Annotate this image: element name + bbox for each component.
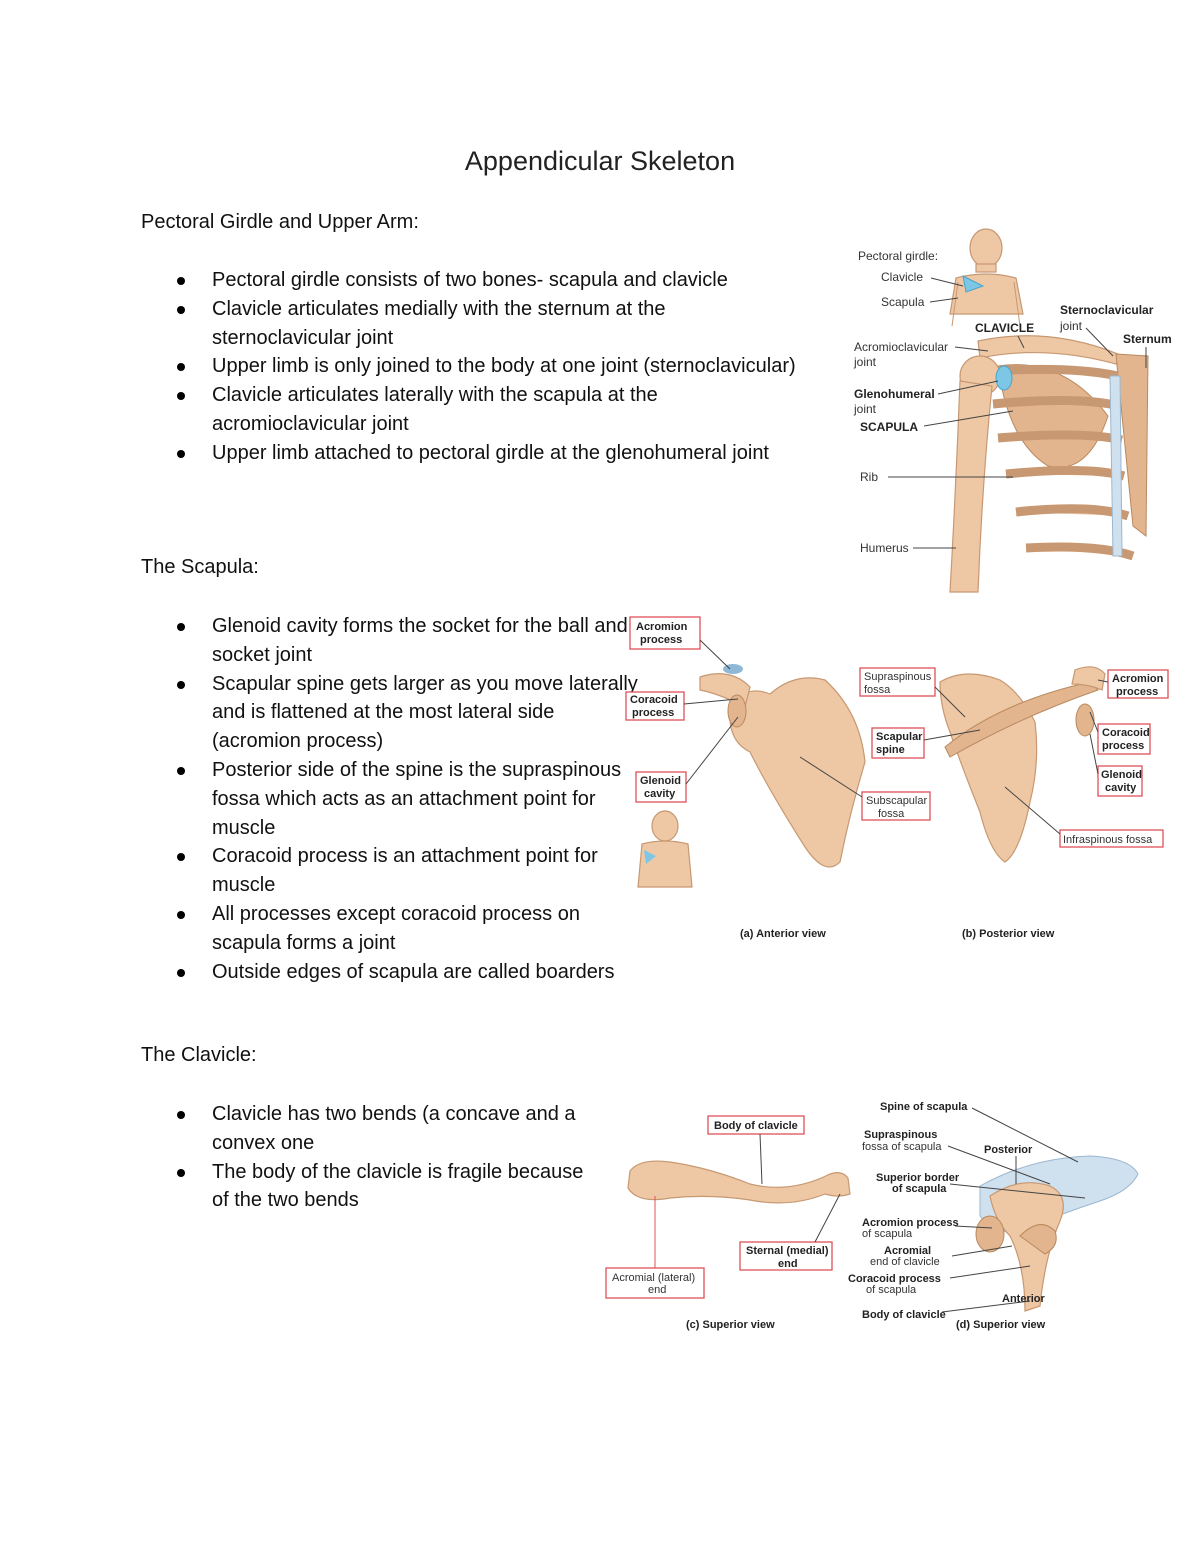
label-scapula-caps: SCAPULA (860, 420, 918, 434)
label-humerus: Humerus (860, 541, 909, 555)
shoulder-superior-d (975, 1155, 1139, 1312)
label-scapular-spine-2: spine (876, 744, 905, 756)
label-coracoid-a-1: Coracoid (630, 694, 678, 706)
label-acromion-a-2: process (640, 634, 682, 646)
shoulder-anatomy (949, 335, 1149, 593)
list-item: Upper limb attached to pectoral girdle a… (141, 439, 801, 468)
humerus-shaft (949, 380, 993, 593)
label-glenoid-b-2: cavity (1105, 782, 1137, 794)
skeleton-inset-small (637, 810, 693, 888)
clavicle-shape (977, 335, 1125, 367)
label-supraspinous-d-2: fossa of scapula (862, 1141, 942, 1153)
label-clavicle-caps: CLAVICLE (975, 321, 1034, 335)
glenohumeral-joint (995, 365, 1013, 391)
label-glenoid-a-1: Glenoid (640, 775, 681, 787)
label-acromioclavicular-2: joint (853, 355, 877, 369)
label-glenoid-a-2: cavity (644, 788, 676, 800)
label-acromion-b-1: Acromion (1112, 673, 1164, 685)
page-title: Appendicular Skeleton (464, 146, 736, 176)
label-anterior: Anterior (1002, 1293, 1046, 1305)
label-body-of-clavicle: Body of clavicle (714, 1120, 798, 1132)
label-acromion-b-2: process (1116, 686, 1158, 698)
label-coracoid-a-2: process (632, 707, 674, 719)
caption-superior-view-d: (d) Superior view (956, 1319, 1046, 1331)
scapula-posterior (939, 666, 1106, 863)
bullet-list-scapula: Glenoid cavity forms the socket for the … (141, 612, 641, 986)
label-body-of-clavicle-d: Body of clavicle (862, 1309, 946, 1321)
label-supraspinous-2: fossa (864, 684, 891, 696)
label-coracoid-d-1: Coracoid process (848, 1273, 941, 1285)
label-supraspinous-1: Supraspinous (864, 671, 932, 683)
caption-posterior-view: (b) Posterior view (962, 928, 1055, 940)
list-item: Clavicle articulates medially with the s… (141, 295, 801, 353)
label-acromion-a-1: Acromion (636, 621, 688, 633)
section-heading-clavicle: The Clavicle: (141, 1044, 257, 1066)
label-clavicle: Clavicle (881, 270, 923, 284)
label-glenohumeral-1: Glenohumeral (854, 387, 935, 401)
list-item: Glenoid cavity forms the socket for the … (141, 612, 641, 670)
list-item: Scapular spine gets larger as you move l… (141, 670, 641, 756)
pectoral-girdle-figure: Pectoral girdle: Clavicle Scapula CLAVIC… (853, 228, 1172, 593)
caption-anterior-view: (a) Anterior view (740, 928, 826, 940)
label-acromial-end-1: Acromial (lateral) (612, 1272, 695, 1284)
label-infraspinous: Infraspinous fossa (1063, 834, 1153, 846)
caption-superior-view-c: (c) Superior view (686, 1319, 775, 1331)
scapula-anterior (699, 664, 866, 868)
list-item: Clavicle articulates laterally with the … (141, 381, 801, 439)
label-acromion-d-1: Acromion process (862, 1217, 959, 1229)
label-sternum: Sternum (1123, 332, 1172, 346)
list-item: The body of the clavicle is fragile beca… (141, 1158, 591, 1216)
list-item: All processes except coracoid process on… (141, 900, 641, 958)
costal-cartilage (1109, 375, 1123, 557)
list-item: Posterior side of the spine is the supra… (141, 756, 641, 842)
label-scapula: Scapula (881, 295, 925, 309)
label-scapular-spine-1: Scapular (876, 731, 923, 743)
label-superior-border-1: Superior border (876, 1172, 960, 1184)
label-acromial-end-d-2: end of clavicle (870, 1256, 940, 1268)
label-sternal-end-1: Sternal (medial) (746, 1245, 829, 1257)
list-item: Upper limb is only joined to the body at… (141, 352, 801, 381)
label-rib: Rib (860, 470, 878, 484)
scapula-views-figure: Acromion process Coracoid process Glenoi… (625, 616, 1169, 940)
label-acromioclavicular-1: Acromioclavicular (854, 340, 948, 354)
bullet-list-clavicle: Clavicle has two bends (a concave and a … (141, 1100, 591, 1215)
list-item: Coracoid process is an attachment point … (141, 842, 641, 900)
label-pectoral-girdle: Pectoral girdle: (858, 249, 938, 263)
list-item: Pectoral girdle consists of two bones- s… (141, 266, 801, 295)
label-coracoid-b-2: process (1102, 740, 1144, 752)
label-glenoid-b-1: Glenoid (1101, 769, 1142, 781)
section-heading-pectoral: Pectoral Girdle and Upper Arm: (141, 211, 419, 233)
label-spine-of-scapula: Spine of scapula (880, 1101, 968, 1113)
bullet-list-pectoral: Pectoral girdle consists of two bones- s… (141, 266, 801, 468)
list-item: Clavicle has two bends (a concave and a … (141, 1100, 591, 1158)
label-glenohumeral-2: joint (853, 402, 877, 416)
scapula-shape (997, 364, 1109, 468)
label-acromial-end-d-1: Acromial (884, 1245, 931, 1257)
section-heading-scapula: The Scapula: (141, 556, 259, 578)
label-coracoid-b-1: Coracoid (1102, 727, 1150, 739)
label-coracoid-d-2: of scapula (866, 1284, 917, 1296)
label-superior-border-2: of scapula (892, 1183, 947, 1195)
label-sternoclavicular-1: Sternoclavicular (1060, 303, 1154, 317)
label-acromial-end-2: end (648, 1284, 666, 1296)
label-sternal-end-2: end (778, 1258, 798, 1270)
clavicle-views-figure: Body of clavicle Sternal (medial) end Ac… (605, 1101, 1139, 1331)
clavicle-superior-c (627, 1160, 851, 1204)
label-acromion-d-2: of scapula (862, 1228, 913, 1240)
label-sternoclavicular-2: joint (1059, 319, 1083, 333)
label-subscapular-1: Subscapular (866, 795, 927, 807)
skeleton-inset (949, 228, 1024, 327)
list-item: Outside edges of scapula are called boar… (141, 958, 641, 987)
label-subscapular-2: fossa (878, 808, 905, 820)
label-posterior: Posterior (984, 1144, 1033, 1156)
label-supraspinous-d-1: Supraspinous (864, 1129, 937, 1141)
